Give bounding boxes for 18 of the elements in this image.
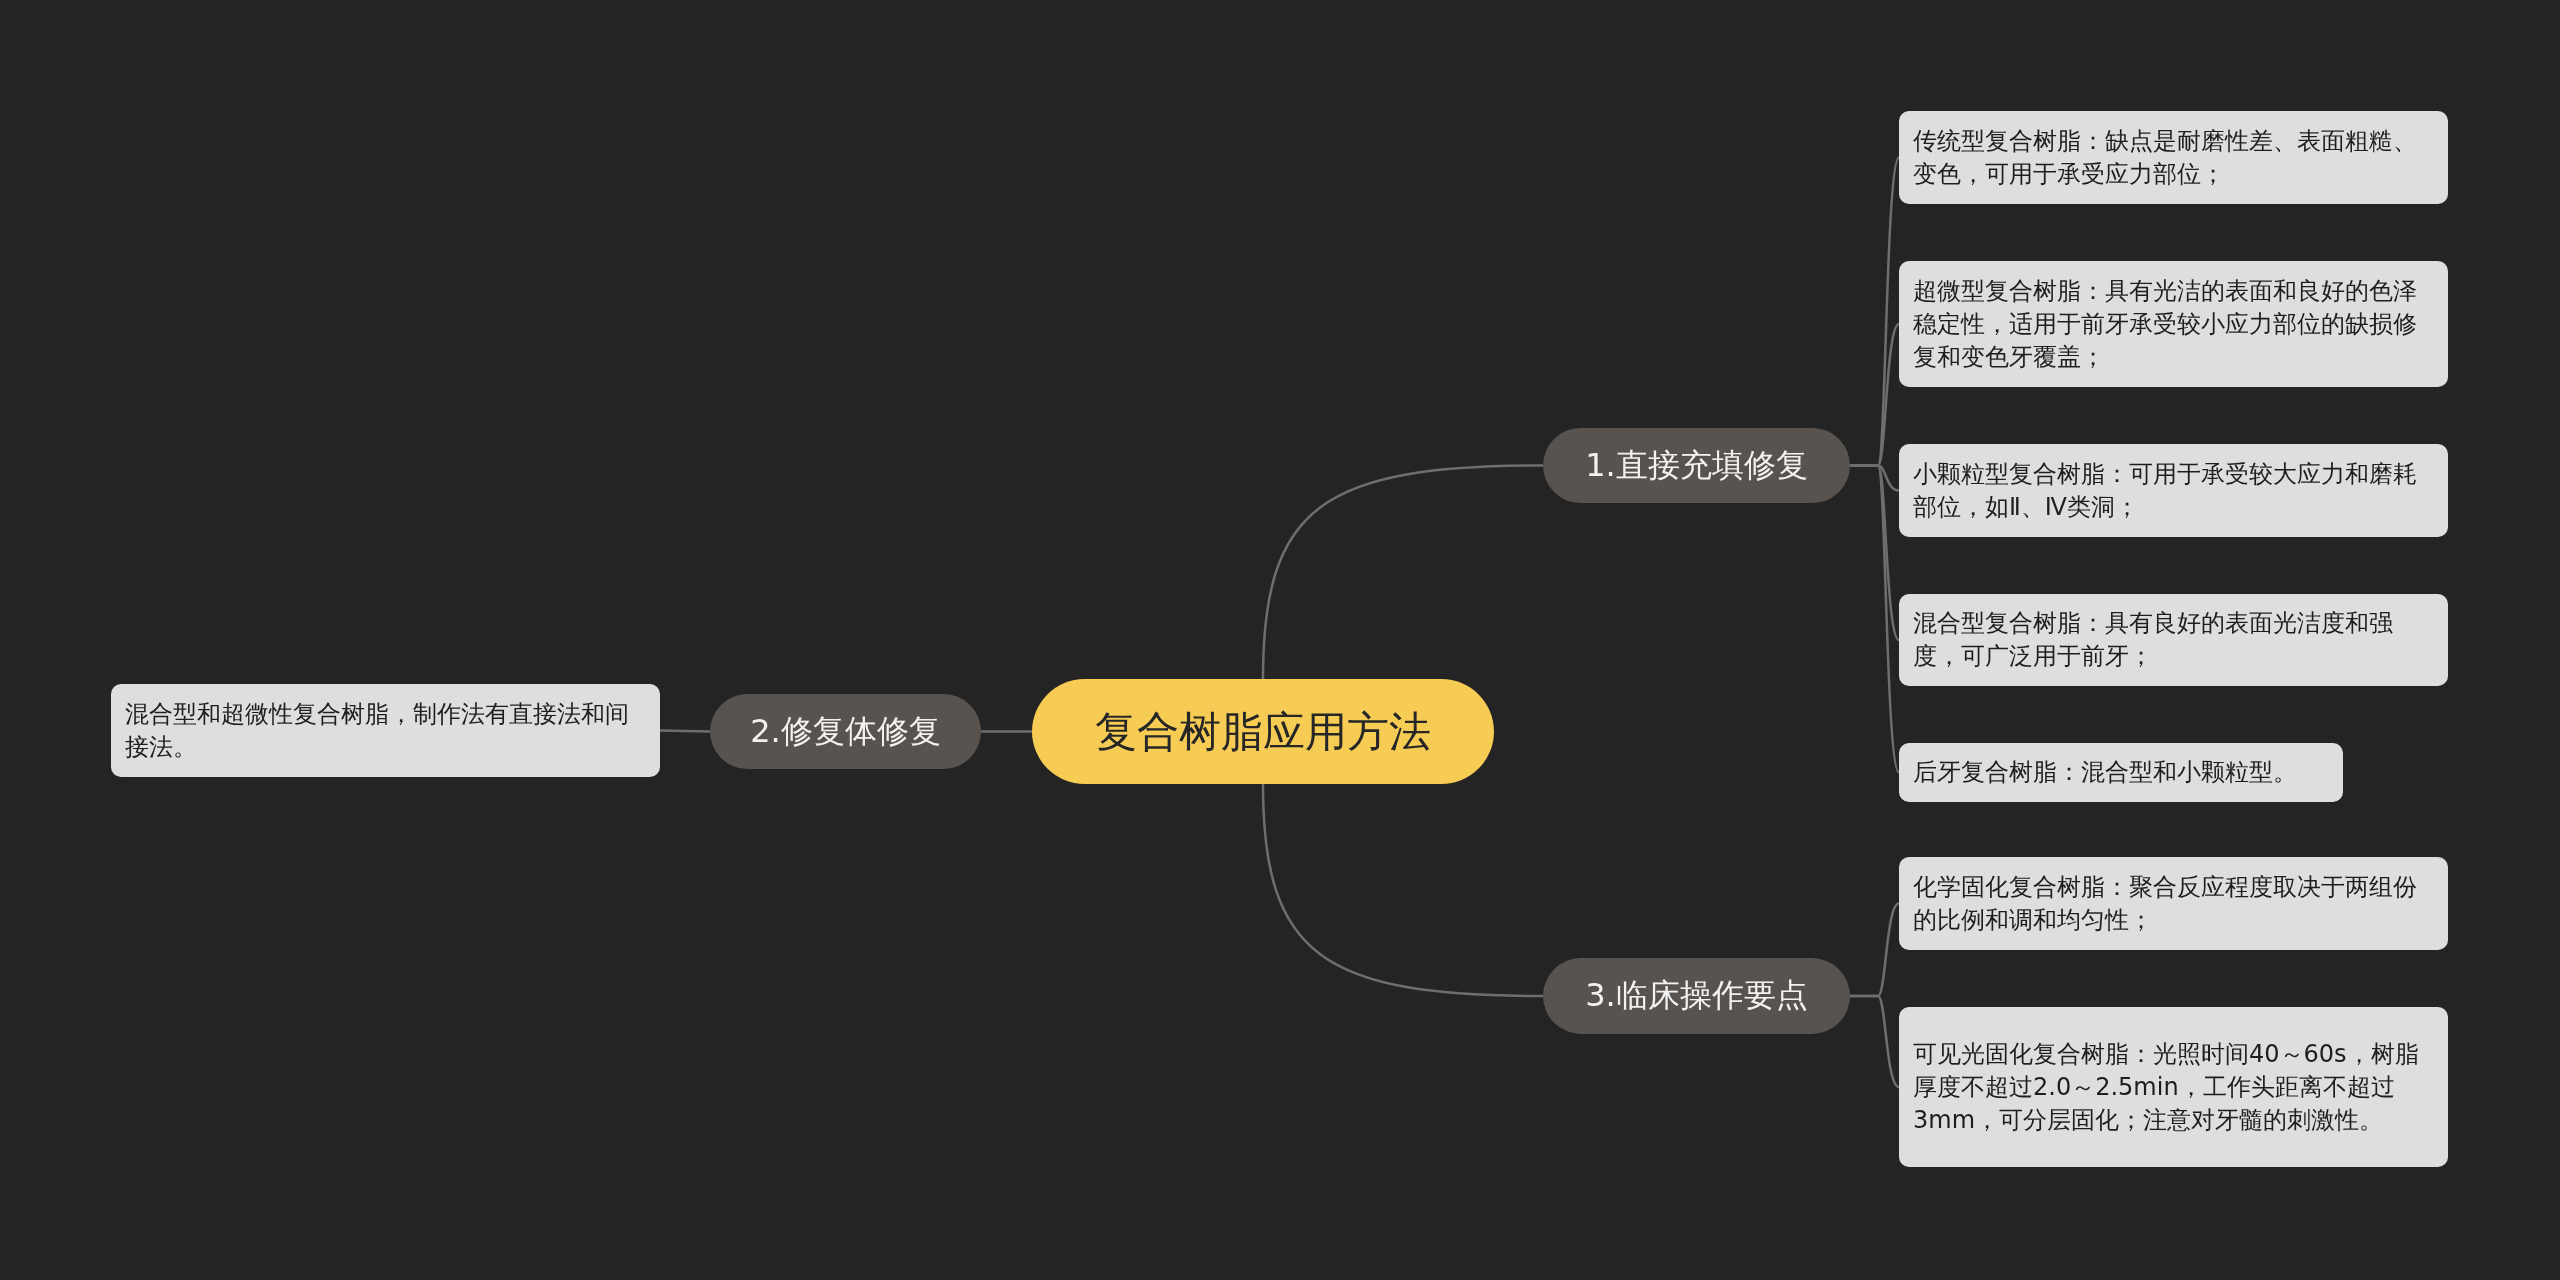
note-box: 可见光固化复合树脂：光照时间40～60s，树脂厚度不超过2.0～2.5min，工作头距离不超过3mm，可分层固化；注意对牙髓的刺激性。 (1899, 1007, 2448, 1167)
connector-line (1850, 994, 1900, 1089)
branch-topic: 1.直接充填修复 (1543, 428, 1850, 503)
connector-line (1850, 464, 1901, 774)
note-box: 后牙复合树脂：混合型和小颗粒型。 (1899, 743, 2343, 802)
connector-line (1261, 783, 1544, 998)
branch-topic: 3.临床操作要点 (1543, 958, 1850, 1034)
note-box: 化学固化复合树脂：聚合反应程度取决于两组份的比例和调和均匀性； (1899, 857, 2448, 950)
connector-line (1261, 464, 1544, 680)
central-topic: 复合树脂应用方法 (1032, 679, 1494, 784)
note-box: 混合型和超微性复合树脂，制作法有直接法和间接法。 (111, 684, 660, 777)
note-box: 小颗粒型复合树脂：可用于承受较大应力和磨耗部位，如Ⅱ、Ⅳ类洞； (1899, 444, 2448, 537)
branch-topic: 2.修复体修复 (710, 694, 981, 769)
note-box: 超微型复合树脂：具有光洁的表面和良好的色泽稳定性，适用于前牙承受较小应力部位的缺损修复和变色牙覆盖； (1899, 261, 2448, 387)
connector-line (981, 730, 1032, 733)
note-box: 混合型复合树脂：具有良好的表面光洁度和强度，可广泛用于前牙； (1899, 594, 2448, 686)
note-box: 传统型复合树脂：缺点是耐磨性差、表面粗糙、变色，可用于承受应力部位； (1899, 111, 2448, 204)
connector-line (659, 729, 711, 733)
